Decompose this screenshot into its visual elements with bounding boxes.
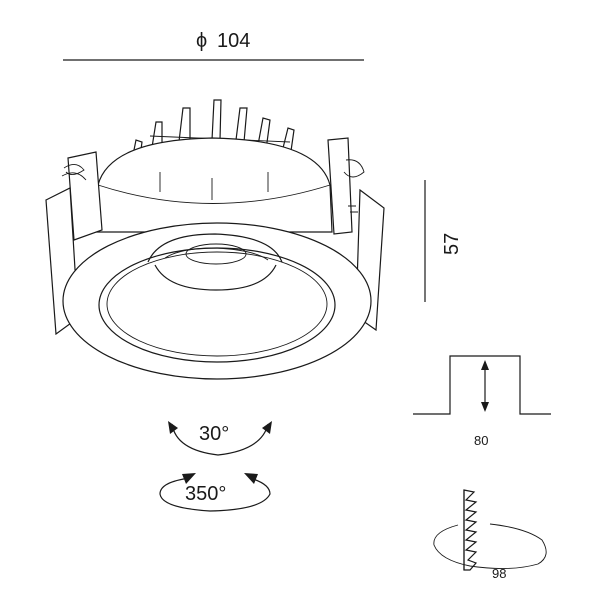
ceiling-thickness-value: 98: [492, 566, 506, 581]
cutout-section: 80: [413, 355, 551, 448]
housing-cylinder: [95, 137, 333, 233]
tilt-arc: [171, 423, 269, 456]
diameter-symbol: ϕ: [196, 30, 207, 52]
cutout-height-value: 80: [474, 433, 488, 448]
diameter-value: 104: [217, 30, 250, 52]
tilt-value: 30°: [199, 423, 229, 445]
rotation-adjustment: 350°: [159, 473, 271, 512]
height-value: 57: [441, 233, 463, 255]
rotation-arc: [159, 477, 271, 512]
reflector-cup: [147, 233, 283, 263]
cutout-profile: [413, 355, 551, 415]
rotation-value: 350°: [185, 483, 226, 505]
tilt-adjustment: 30°: [168, 421, 272, 456]
downlight-body: [45, 99, 385, 380]
diameter-dimension: ϕ 104: [63, 30, 364, 61]
height-dimension: 57: [424, 180, 463, 302]
ceiling-thickness-section: 98: [433, 489, 547, 581]
